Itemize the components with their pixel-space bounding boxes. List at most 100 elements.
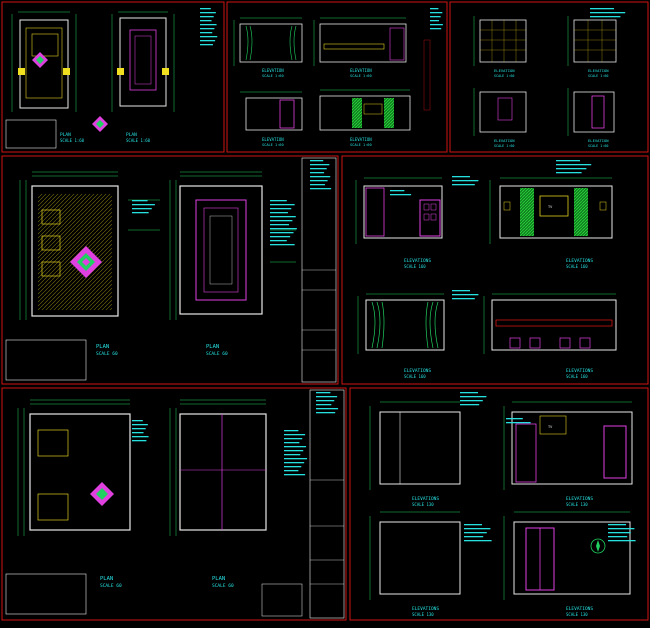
- tv-label: TV: [548, 425, 553, 429]
- plan-scale: SCALE 60: [212, 583, 234, 589]
- title-block-rows: [302, 269, 336, 351]
- curtain-icon: [245, 25, 297, 61]
- sheet-3: ELEVATION SCALE 1:60 ELEVATION SCALE 1:6…: [473, 16, 617, 148]
- elevation-scale: SCALE 1:60: [262, 74, 284, 78]
- elevation-label: ELEVATIONS: [412, 496, 439, 502]
- sheet-4-frame: [1, 155, 339, 385]
- wall-lamp: [599, 201, 607, 211]
- ceiling-tray: [195, 199, 247, 301]
- annotation-text-line: [270, 224, 290, 226]
- elevation-scale: SCALE 1:60: [350, 74, 372, 78]
- elevation-scale: SCALE 130: [412, 502, 434, 507]
- annotation-text-line: [284, 438, 303, 440]
- elevation-wall: [379, 521, 461, 595]
- door-panel: [419, 199, 441, 237]
- annotation-text-line: [452, 290, 470, 292]
- annotation-text-line: [200, 44, 213, 46]
- plan-scale: SCALE 1:60: [60, 138, 85, 143]
- column-marker: [162, 68, 169, 75]
- wardrobe: [365, 187, 385, 237]
- sheet-1-frame: [1, 1, 225, 153]
- diamond-ornament-icon: [92, 116, 108, 132]
- wardrobe: [389, 27, 405, 61]
- annotation-text-line: [430, 16, 441, 18]
- elevation-scale: SCALE 160: [566, 374, 588, 379]
- annotation-text-line: [132, 424, 148, 426]
- annotation-text-line: [284, 458, 308, 460]
- column-marker: [117, 68, 124, 75]
- elevation-scale: SCALE 130: [566, 612, 588, 617]
- tv-label: TV: [548, 205, 553, 209]
- annotation-text-line: [608, 536, 628, 538]
- elevation-label: ELEVATION: [350, 68, 372, 73]
- elevation-label: ELEVATION: [588, 68, 609, 73]
- annotation-text-line: [464, 524, 482, 526]
- elevation-wall: [379, 411, 461, 485]
- elevation-label: ELEVATIONS: [566, 368, 593, 374]
- bed: [37, 493, 69, 521]
- elevation-label: ELEVATIONS: [404, 368, 431, 374]
- elevation-wall: [499, 185, 613, 239]
- title-block: [309, 389, 345, 619]
- annotation-text-line: [460, 396, 487, 398]
- annotation-text-line: [452, 294, 479, 296]
- plan-scale: SCALE 60: [100, 583, 122, 589]
- dimension-lines: [11, 11, 175, 112]
- annotation-text-line: [460, 392, 478, 394]
- elevation-wall: [319, 95, 411, 131]
- annotation-text-line: [132, 428, 146, 430]
- annotation-notes: [132, 8, 636, 542]
- annotation-text-line: [132, 432, 144, 434]
- annotation-text-line: [316, 404, 332, 406]
- annotation-text-line: [270, 244, 295, 246]
- elevation-wall: [573, 91, 615, 133]
- annotation-text-line: [200, 24, 217, 26]
- annotation-text-line: [284, 450, 304, 452]
- annotation-text-line: [200, 20, 212, 22]
- annotation-text-line: [284, 442, 300, 444]
- red-hatch-strip: [423, 39, 431, 111]
- annotation-text-line: [200, 12, 216, 14]
- annotation-text-line: [590, 12, 626, 14]
- annotation-text-line: [316, 392, 331, 394]
- vanity: [497, 97, 513, 121]
- annotation-text-line: [452, 176, 470, 178]
- elevation-scale: SCALE 1:60: [494, 74, 514, 78]
- annotation-text-line: [430, 8, 439, 10]
- annotation-text-line: [310, 164, 330, 166]
- plan-label: PLAN: [60, 132, 71, 138]
- key-plan: [5, 339, 87, 381]
- elevation-wall: [319, 23, 407, 63]
- annotation-text-line: [506, 418, 523, 420]
- annotation-text-line: [200, 28, 215, 30]
- north-arrow-icon: [590, 538, 606, 554]
- annotation-text-line: [310, 168, 327, 170]
- annotation-text-line: [200, 32, 213, 34]
- dimension-lines: [17, 399, 266, 536]
- sheet-7: TV ELEVATIONS SCALE 130 ELEVATIONS SCALE…: [369, 401, 633, 617]
- plan-label: PLAN: [212, 576, 225, 582]
- annotation-text-line: [452, 298, 475, 300]
- annotation-text-line: [284, 462, 305, 464]
- elevation-label: ELEVATION: [588, 138, 609, 143]
- elevation-label: ELEVATIONS: [566, 496, 593, 502]
- annotation-text-line: [506, 422, 531, 424]
- annotation-text-line: [310, 180, 328, 182]
- annotation-text-line: [270, 216, 296, 218]
- sheet-5-frame: [341, 155, 649, 385]
- dimension-lines: [369, 401, 632, 600]
- plan-outline: [19, 19, 69, 109]
- green-wall-panel: [574, 188, 588, 236]
- plan-scale: SCALE 1:60: [126, 138, 151, 143]
- annotation-text-line: [556, 164, 592, 166]
- ceiling-inner: [129, 29, 157, 91]
- elevation-scale: SCALE 130: [566, 502, 588, 507]
- diamond-ornament-icon: [70, 246, 102, 278]
- bed: [41, 261, 61, 277]
- sheet-1: PLAN SCALE 1:60 PLAN SCALE 1:60: [5, 11, 175, 149]
- plan-outline: [179, 413, 267, 531]
- elevation-wall: [479, 91, 527, 133]
- annotation-text-line: [284, 454, 301, 456]
- annotation-text-line: [310, 188, 332, 190]
